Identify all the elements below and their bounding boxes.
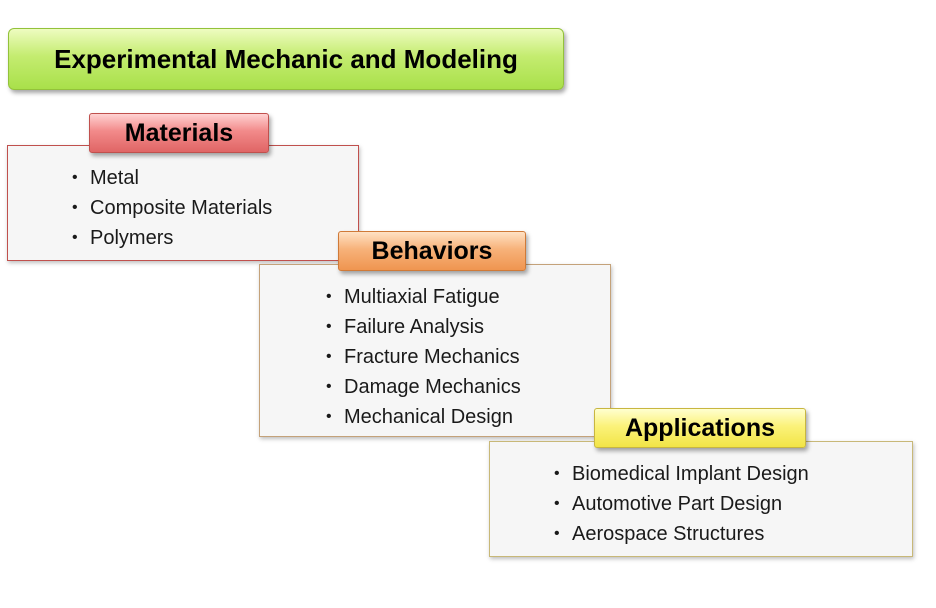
list-item: • Failure Analysis xyxy=(326,312,521,342)
bullet-icon: • xyxy=(554,525,560,542)
materials-panel: • Metal • Composite Materials • Polymers xyxy=(7,145,359,261)
bullet-icon: • xyxy=(326,318,332,335)
materials-list: • Metal • Composite Materials • Polymers xyxy=(72,163,272,253)
list-item: • Aerospace Structures xyxy=(554,519,809,549)
list-item: • Multiaxial Fatigue xyxy=(326,282,521,312)
list-item-text: Failure Analysis xyxy=(344,316,485,338)
materials-label: Materials xyxy=(89,113,269,153)
list-item: • Mechanical Design xyxy=(326,402,521,432)
list-item-text: Damage Mechanics xyxy=(344,376,521,398)
diagram-title: Experimental Mechanic and Modeling xyxy=(8,28,564,90)
list-item-text: Multiaxial Fatigue xyxy=(344,286,500,308)
behaviors-label: Behaviors xyxy=(338,231,526,271)
list-item-text: Composite Materials xyxy=(90,197,273,219)
list-item: • Damage Mechanics xyxy=(326,372,521,402)
bullet-icon: • xyxy=(326,378,332,395)
behaviors-list: • Multiaxial Fatigue • Failure Analysis • F… xyxy=(326,282,521,432)
bullet-icon: • xyxy=(72,199,78,216)
bullet-icon: • xyxy=(326,348,332,365)
list-item-text: Biomedical Implant Design xyxy=(572,463,809,485)
list-item-text: Fracture Mechanics xyxy=(344,346,520,368)
bullet-icon: • xyxy=(554,465,560,482)
behaviors-panel: • Multiaxial Fatigue • Failure Analysis • F… xyxy=(259,264,611,437)
applications-label: Applications xyxy=(594,408,806,448)
bullet-icon: • xyxy=(554,495,560,512)
list-item-text: Polymers xyxy=(90,227,174,249)
bullet-icon: • xyxy=(326,288,332,305)
applications-panel: • Biomedical Implant Design • Automotive P… xyxy=(489,441,913,557)
list-item: • Composite Materials xyxy=(72,193,272,223)
bullet-icon: • xyxy=(72,229,78,246)
applications-list: • Biomedical Implant Design • Automotive P… xyxy=(554,459,809,549)
list-item-text: Aerospace Structures xyxy=(572,523,765,545)
list-item: • Automotive Part Design xyxy=(554,489,809,519)
list-item: • Biomedical Implant Design xyxy=(554,459,809,489)
list-item: • Fracture Mechanics xyxy=(326,342,521,372)
list-item: • Metal xyxy=(72,163,272,193)
list-item: • Polymers xyxy=(72,223,272,253)
list-item-text: Automotive Part Design xyxy=(572,493,783,515)
bullet-icon: • xyxy=(72,169,78,186)
list-item-text: Metal xyxy=(90,167,139,189)
bullet-icon: • xyxy=(326,408,332,425)
list-item-text: Mechanical Design xyxy=(344,406,513,428)
